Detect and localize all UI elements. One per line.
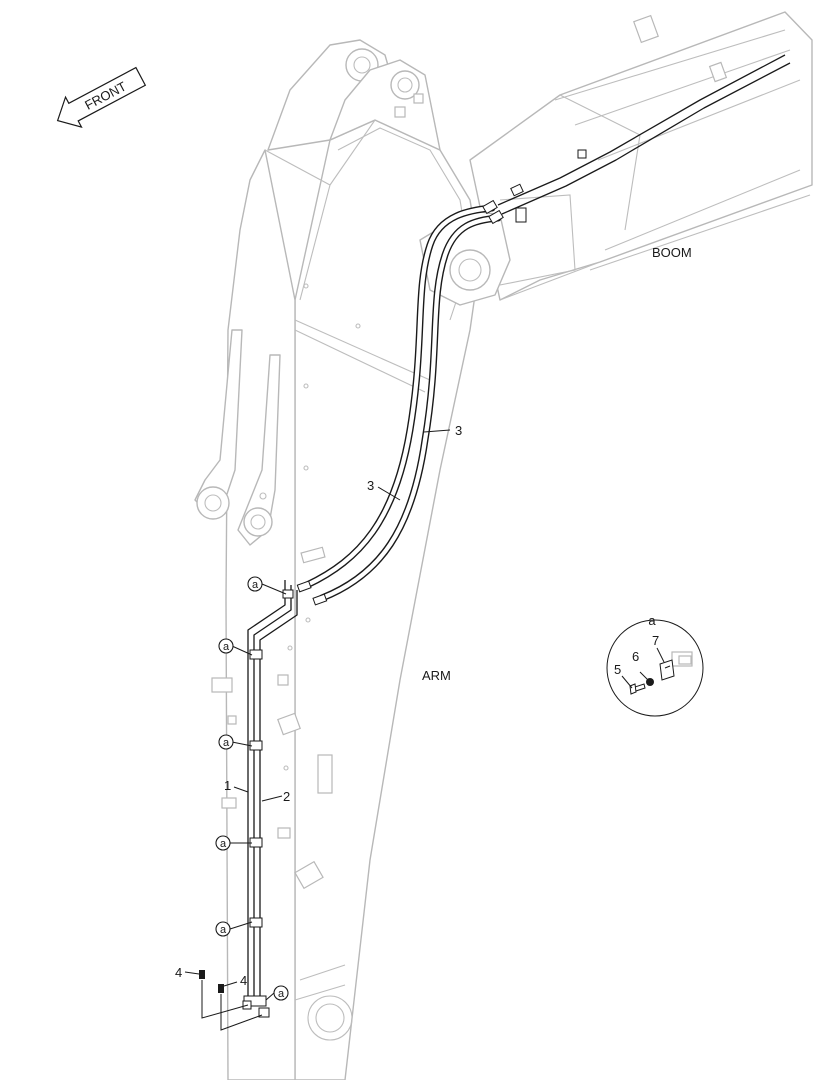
clamp-marker-text: a	[220, 924, 227, 936]
clamp-marker-bubble: a	[218, 734, 234, 750]
clamp-marker-text: a	[220, 838, 227, 850]
detail-callout-bolt: 5	[614, 662, 621, 677]
callout-pipe-1: 1	[224, 778, 231, 793]
clamp-marker-bubble: a	[273, 985, 289, 1001]
clamp-marker-bubble: a	[215, 835, 231, 851]
detail-view-title: a	[648, 613, 656, 628]
boom-label: BOOM	[652, 245, 692, 260]
callout-bolt-4-right: 4	[240, 973, 247, 988]
clamp-marker-text: a	[223, 737, 230, 749]
detail-view-a: a 5 6 7	[606, 613, 704, 717]
arm-label: ARM	[422, 668, 451, 683]
bolts-4	[199, 970, 263, 1031]
clamp-marker-bubble: a	[218, 638, 234, 654]
clamp-marker-text: a	[223, 641, 230, 653]
arm-outline	[194, 39, 511, 1080]
detail-callout-clamp: 7	[652, 633, 659, 648]
clamp-marker-text: a	[278, 988, 285, 1000]
callout-bolt-4-left: 4	[175, 965, 182, 980]
clamp-marker-bubble: a	[215, 921, 231, 937]
leader-lines	[184, 429, 451, 1001]
clamp-marker-text: a	[252, 579, 259, 591]
callout-pipe-2: 2	[283, 789, 290, 804]
callout-hose-3-lower: 3	[367, 478, 374, 493]
boom-outline	[469, 11, 813, 301]
front-direction-arrow: FRONT	[56, 66, 147, 129]
callout-hose-3-upper: 3	[455, 423, 462, 438]
detail-callout-washer: 6	[632, 649, 639, 664]
clamp-marker-bubble: a	[247, 576, 263, 592]
hose-lines	[296, 54, 791, 606]
